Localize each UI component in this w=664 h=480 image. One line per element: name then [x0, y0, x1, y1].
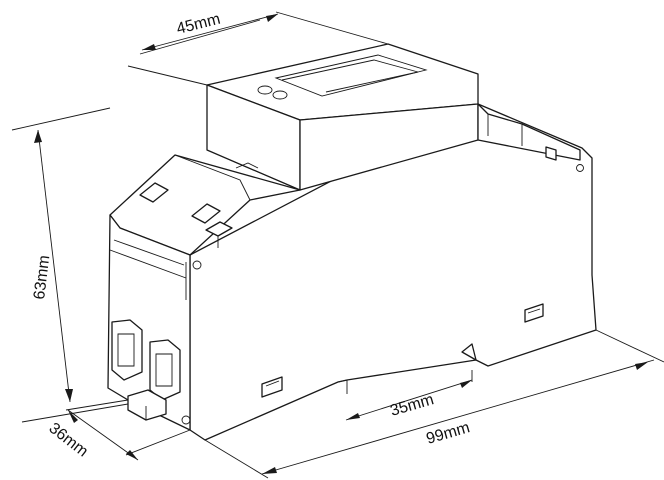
din-clip-tab-icon: [127, 389, 167, 421]
body-details: [261, 303, 544, 398]
dimension-99mm: 99mm: [204, 329, 664, 479]
dimension-label-63: 63mm: [31, 254, 53, 300]
dimension-label-36: 36mm: [46, 420, 91, 461]
screw-hole-icon: [181, 415, 191, 425]
vent-slot-icon: [524, 303, 544, 323]
terminal-opening-icon: [139, 182, 169, 203]
display-window: [274, 54, 428, 97]
led-indicator-icon: [257, 85, 273, 95]
terminal-opening-icon: [191, 203, 221, 224]
connector-block-icon: [149, 339, 181, 401]
led-indicator-icon: [272, 90, 288, 100]
dimension-63mm: 63mm: [11, 107, 129, 411]
screw-hole-icon: [192, 260, 202, 270]
screw-hole-icon: [576, 164, 584, 172]
dimension-label-35: 35mm: [388, 391, 435, 420]
terminal-front: [107, 214, 233, 431]
connector-block-icon: [111, 319, 143, 381]
dimension-label-45: 45mm: [175, 11, 222, 38]
upper-housing: [206, 43, 479, 191]
vent-slot-icon: [545, 146, 557, 161]
rear-shoulder: [477, 103, 584, 172]
dimension-label-99: 99mm: [424, 419, 471, 448]
meter-body: [107, 43, 597, 441]
